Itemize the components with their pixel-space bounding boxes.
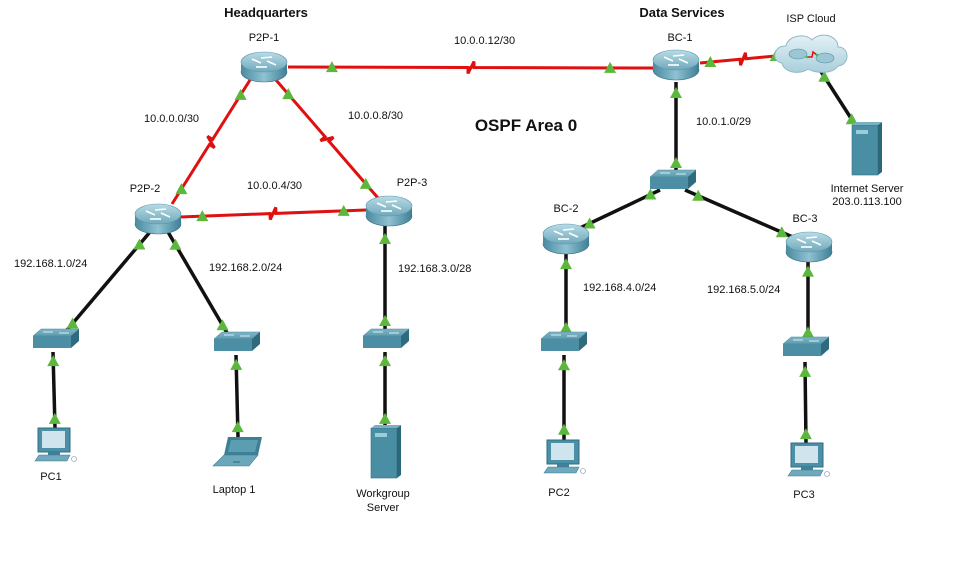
network-label-lan3: 192.168.3.0/28	[398, 263, 472, 275]
ospf-area-label: OSPF Area 0	[474, 116, 578, 135]
network-label-p2p1-p2p3: 10.0.0.8/30	[348, 110, 404, 122]
laptop1-label[interactable]: Laptop 1	[212, 484, 256, 496]
switch-sw1[interactable]	[32, 328, 80, 348]
router-p2p1[interactable]	[240, 51, 288, 83]
link-bc1-isp[interactable]	[699, 52, 787, 66]
switch-sw5[interactable]	[782, 336, 830, 356]
link-up-indicator-sw3	[379, 315, 391, 327]
switch-sw2[interactable]	[213, 331, 261, 351]
link-up-indicator-pc3	[799, 428, 812, 440]
link-p2p1-bc1[interactable]	[287, 60, 655, 75]
pc-pc3[interactable]	[787, 442, 830, 477]
link-up-indicator-inet_server	[845, 113, 858, 125]
link-up-indicator-sw_core	[644, 188, 657, 200]
link-up-indicator-p2p3	[379, 232, 391, 244]
internet-server-label[interactable]: Internet Server	[830, 183, 904, 195]
router-bc2-label[interactable]: BC-2	[553, 203, 579, 215]
pc3-label[interactable]: PC3	[793, 489, 815, 501]
link-up-indicator-p2p1	[325, 61, 338, 73]
pc2-label[interactable]: PC2	[548, 487, 570, 499]
router-bc3[interactable]	[785, 231, 833, 263]
network-label-lan1: 192.168.1.0/24	[14, 258, 88, 270]
link-up-indicator-sw_core	[670, 156, 682, 168]
network-label-p2p2-p2p3: 10.0.0.4/30	[247, 180, 303, 192]
link-up-indicator-wg_server	[379, 412, 391, 424]
router-p2p3[interactable]	[365, 195, 413, 227]
cloud-isp[interactable]	[774, 34, 848, 73]
data-services-title: Data Services	[639, 5, 725, 20]
switch-sw3[interactable]	[362, 328, 410, 348]
link-up-indicator-bc2	[560, 258, 572, 270]
link-up-indicator-p2p1	[282, 88, 295, 100]
laptop-laptop1[interactable]	[212, 437, 262, 467]
link-up-indicator-sw2	[230, 358, 243, 370]
link-up-indicator-isp	[818, 70, 831, 82]
link-up-indicator-bc3	[775, 226, 788, 238]
link-p2p1-p2p2[interactable]	[170, 79, 252, 205]
isp-cloud-label[interactable]: ISP Cloud	[786, 13, 836, 25]
workgroup-server-label-2: Server	[366, 502, 400, 514]
link-up-indicator-bc3	[802, 265, 814, 277]
link-indicators-layer	[47, 49, 858, 440]
devices-layer	[32, 34, 882, 479]
router-bc1[interactable]	[652, 49, 700, 81]
server-wg_server[interactable]	[370, 425, 401, 479]
link-up-indicator-p2p3	[359, 177, 372, 189]
link-p2p1-p2p3[interactable]	[274, 79, 380, 199]
link-up-indicator-pc1	[48, 412, 61, 424]
network-label-lan5: 192.168.5.0/24	[707, 284, 781, 296]
workgroup-server-label[interactable]: Workgroup	[356, 488, 410, 500]
network-label-p2p1-p2p2: 10.0.0.0/30	[144, 113, 200, 125]
router-bc1-label[interactable]: BC-1	[667, 32, 693, 44]
pc1-label[interactable]: PC1	[40, 471, 62, 483]
network-label-bc1-lan: 10.0.1.0/29	[696, 116, 752, 128]
network-label-p2p1-bc1: 10.0.0.12/30	[454, 35, 516, 47]
link-up-indicator-bc1	[670, 87, 682, 99]
server-inet_server[interactable]	[851, 122, 882, 176]
router-p2p2[interactable]	[134, 203, 182, 235]
router-bc2[interactable]	[542, 223, 590, 255]
link-up-indicator-sw_core	[692, 189, 705, 201]
link-up-indicator-sw1	[66, 317, 79, 329]
link-up-indicator-p2p2	[169, 238, 182, 250]
link-up-indicator-sw4	[560, 321, 572, 333]
router-p2p1-label[interactable]: P2P-1	[248, 32, 280, 44]
link-up-indicator-bc1	[604, 61, 617, 73]
link-up-indicator-sw3	[379, 355, 391, 367]
internet-server-ip: 203.0.113.100	[832, 196, 902, 208]
link-up-indicator-sw5	[802, 326, 814, 338]
link-up-indicator-sw4	[558, 359, 570, 371]
switch-sw4[interactable]	[540, 331, 588, 351]
router-p2p3-label[interactable]: P2P-3	[396, 177, 428, 189]
link-up-indicator-bc2	[583, 217, 596, 229]
network-label-lan2: 192.168.2.0/24	[209, 262, 283, 274]
link-up-indicator-sw2	[216, 319, 229, 331]
pc-pc1[interactable]	[34, 427, 77, 462]
pc-pc2[interactable]	[543, 439, 586, 474]
network-label-lan4: 192.168.4.0/24	[583, 282, 657, 294]
link-up-indicator-sw5	[799, 365, 812, 377]
link-up-indicator-laptop1	[231, 421, 244, 433]
headquarters-title: Headquarters	[224, 5, 308, 20]
link-up-indicator-bc1	[704, 56, 717, 68]
router-bc3-label[interactable]: BC-3	[792, 213, 818, 225]
link-up-indicator-p2p2	[175, 183, 188, 195]
link-p2p2-p2p3[interactable]	[179, 206, 367, 221]
switch-sw_core[interactable]	[649, 169, 697, 189]
link-sw_core-bc3[interactable]	[684, 188, 796, 240]
router-p2p2-label[interactable]: P2P-2	[129, 183, 161, 195]
link-up-indicator-p2p2	[196, 210, 209, 222]
link-up-indicator-pc2	[558, 423, 570, 435]
link-up-indicator-sw1	[47, 355, 60, 367]
link-up-indicator-p2p3	[337, 204, 350, 216]
link-up-indicator-p2p1	[234, 88, 247, 100]
link-up-indicator-p2p2	[133, 238, 146, 250]
